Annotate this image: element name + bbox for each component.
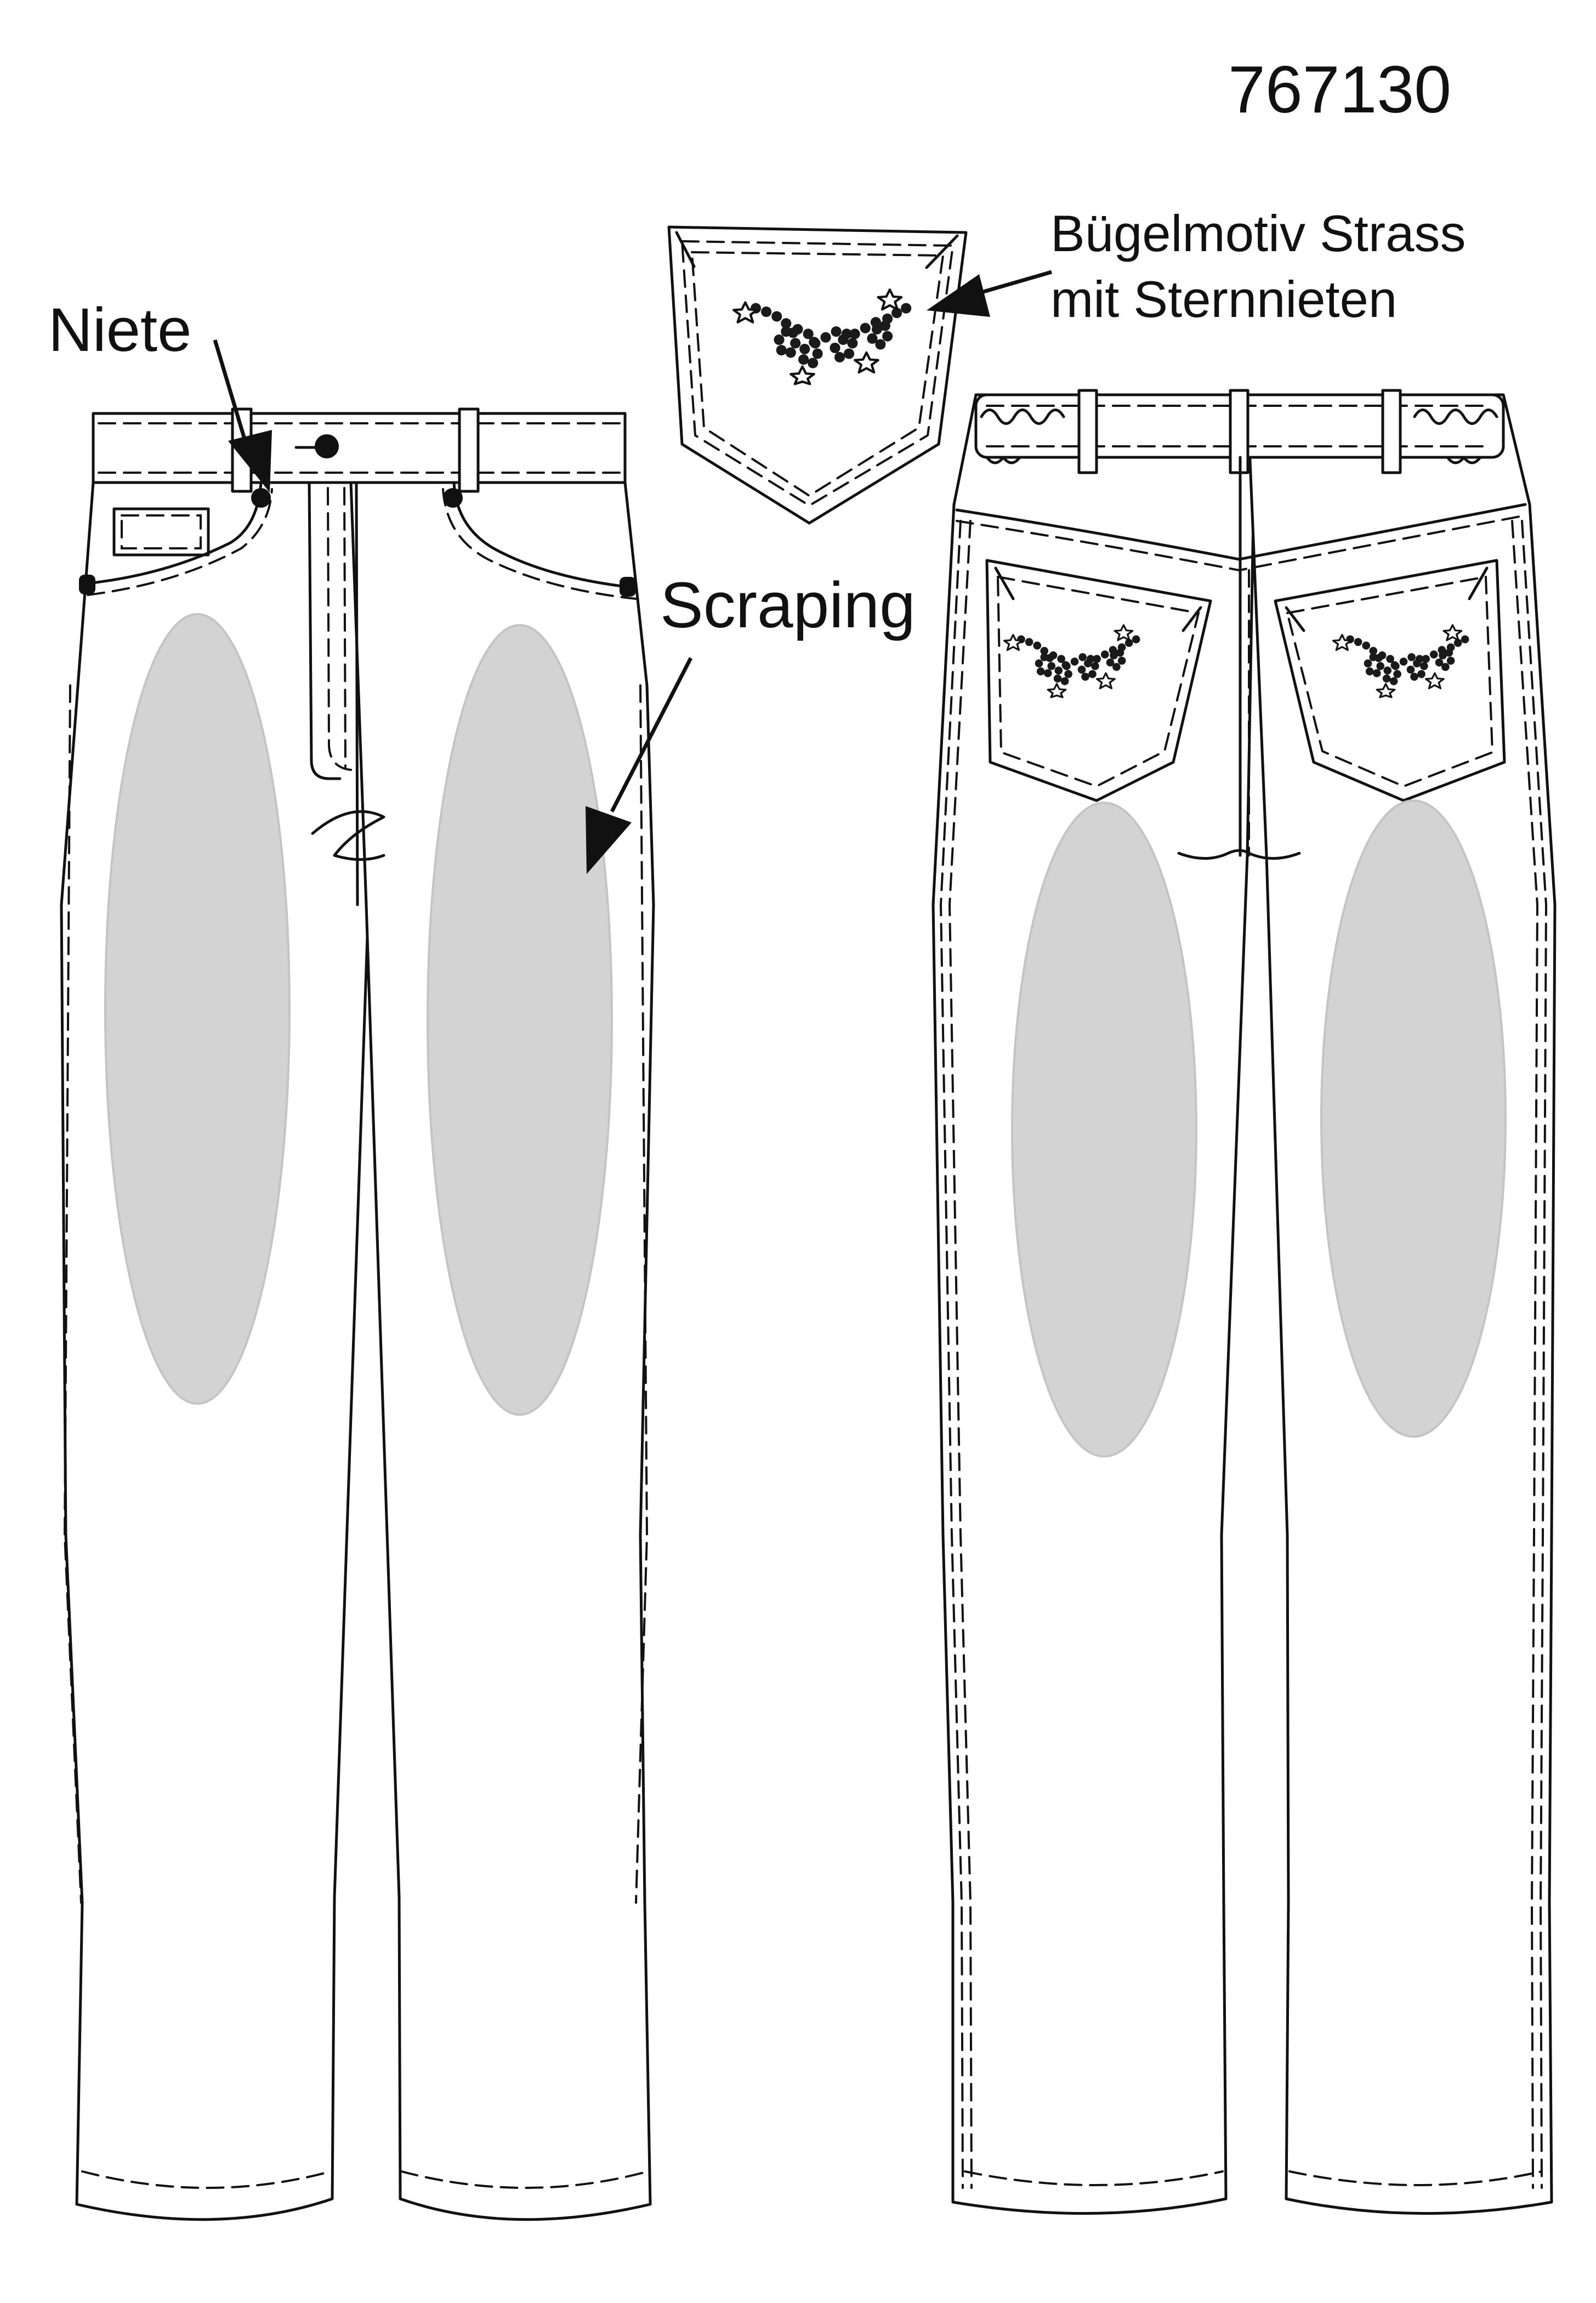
bartack-detail-right bbox=[925, 234, 959, 269]
pocket-detail bbox=[667, 225, 968, 525]
back-belt-loop-right bbox=[1381, 389, 1402, 474]
bartack-left-a bbox=[994, 566, 1015, 600]
rivet-front-right-side bbox=[620, 577, 636, 597]
pocket-detail-outline bbox=[667, 225, 968, 525]
callout-scraping-arrowhead bbox=[586, 806, 632, 874]
callout-scraping-label: Scraping bbox=[660, 569, 916, 642]
bartack-right-b bbox=[1468, 566, 1489, 600]
front-hem-left bbox=[81, 2170, 332, 2189]
back-view bbox=[932, 389, 1557, 2215]
coin-pocket bbox=[112, 507, 210, 557]
bartack-right-a bbox=[1285, 606, 1305, 632]
scraping-area-back-left bbox=[1011, 802, 1197, 1457]
callout-rivet-label: Niete bbox=[48, 296, 191, 364]
waistband-elastic-gathers bbox=[980, 409, 1498, 425]
bartack-detail-left bbox=[675, 231, 696, 268]
rivet-front-left-top bbox=[251, 488, 271, 508]
back-belt-loop-left bbox=[1077, 389, 1098, 474]
style-number: 767130 bbox=[1228, 52, 1451, 127]
front-pocket-left bbox=[81, 481, 263, 586]
back-hem-right bbox=[1288, 2170, 1543, 2186]
callout-motif-label-line2: mit Sternnieten bbox=[1050, 270, 1397, 328]
callout-motif-arrowhead bbox=[927, 274, 990, 317]
front-hem-right bbox=[400, 2170, 649, 2189]
front-belt-loop-right bbox=[458, 407, 480, 493]
callout-motif-label-line1: Bügelmotiv Strass bbox=[1050, 205, 1466, 262]
back-hem-left bbox=[964, 2170, 1224, 2186]
waist-button bbox=[315, 434, 339, 458]
front-waistband bbox=[92, 412, 627, 484]
rivet-front-right-top bbox=[443, 488, 463, 508]
front-pocket-right bbox=[452, 481, 638, 589]
callout-rivet-arrowhead bbox=[228, 430, 272, 492]
scraping-area-front-left bbox=[104, 613, 291, 1405]
scraping-area-back-right bbox=[1320, 799, 1507, 1438]
scraping-area-front-right bbox=[427, 624, 613, 1416]
rivet-front-left-side bbox=[79, 575, 95, 594]
bartack-left-b bbox=[1182, 606, 1202, 632]
front-view bbox=[60, 407, 655, 2221]
